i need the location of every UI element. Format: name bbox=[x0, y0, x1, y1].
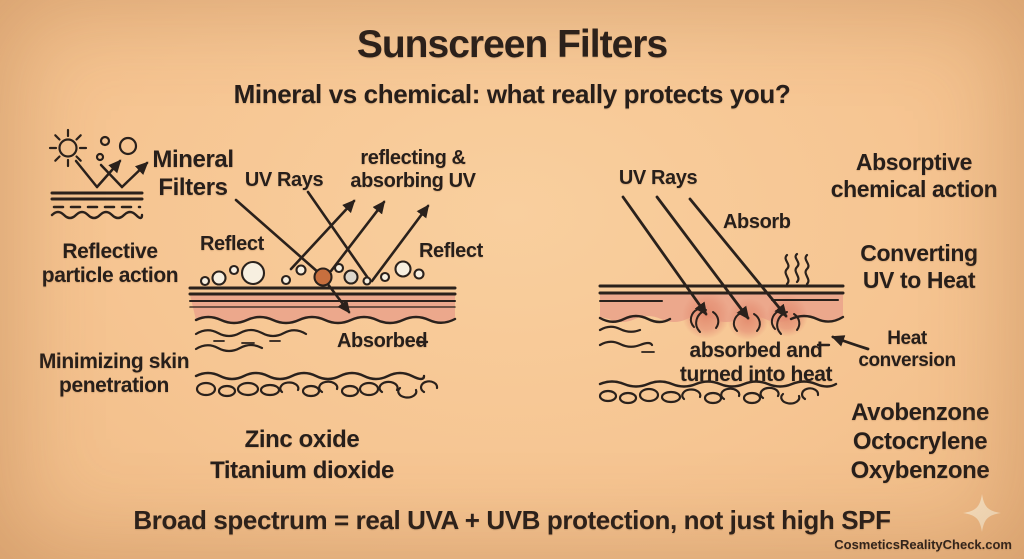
reflective-particle-action-label: Reflective particle action bbox=[41, 240, 179, 288]
page-title: Sunscreen Filters bbox=[356, 23, 668, 66]
reflect-right-label: Reflect bbox=[419, 240, 483, 262]
chemical-diagram bbox=[598, 195, 870, 405]
absorbed-label: Absorbed bbox=[337, 330, 428, 352]
mineral-particles bbox=[199, 260, 425, 287]
chemical-ingredients: Avobenzone Octocrylene Oxybenzone bbox=[850, 399, 990, 484]
absorbed-heat-label: absorbed and turned into heat bbox=[679, 339, 833, 387]
reflect-left-label: Reflect bbox=[200, 233, 264, 255]
sparkle-icon bbox=[963, 494, 1001, 532]
mineral-diagram bbox=[188, 190, 457, 399]
heat-waves-icon bbox=[784, 252, 810, 286]
orange-particle bbox=[313, 267, 333, 287]
absorb-label: Absorb bbox=[723, 211, 791, 233]
watermark: CosmeticsRealityCheck.com bbox=[834, 537, 1012, 552]
sun-reflecting-off-skin-icon bbox=[48, 128, 149, 220]
footer-tagline: Broad spectrum = real UVA + UVB protecti… bbox=[133, 505, 891, 535]
mineral-cell-row bbox=[195, 380, 439, 399]
chemical-uv-rays-label: UV Rays bbox=[618, 167, 698, 189]
chemical-cell-row bbox=[598, 386, 820, 405]
mineral-uv-rays-label: UV Rays bbox=[244, 169, 324, 191]
mineral-heading: Mineral Filters bbox=[152, 146, 234, 201]
converting-uv-heat-label: Converting UV to Heat bbox=[860, 240, 978, 293]
heat-conversion-label: Heat conversion bbox=[858, 328, 956, 372]
reflect-absorb-label: reflecting & absorbing UV bbox=[350, 147, 476, 193]
chemical-heading: Absorptive chemical action bbox=[830, 149, 998, 202]
page-subtitle: Mineral vs chemical: what really protect… bbox=[233, 79, 791, 109]
minimizing-penetration-label: Minimizing skin penetration bbox=[38, 350, 190, 398]
mineral-ingredients: Zinc oxide Titanium dioxide bbox=[210, 426, 394, 484]
